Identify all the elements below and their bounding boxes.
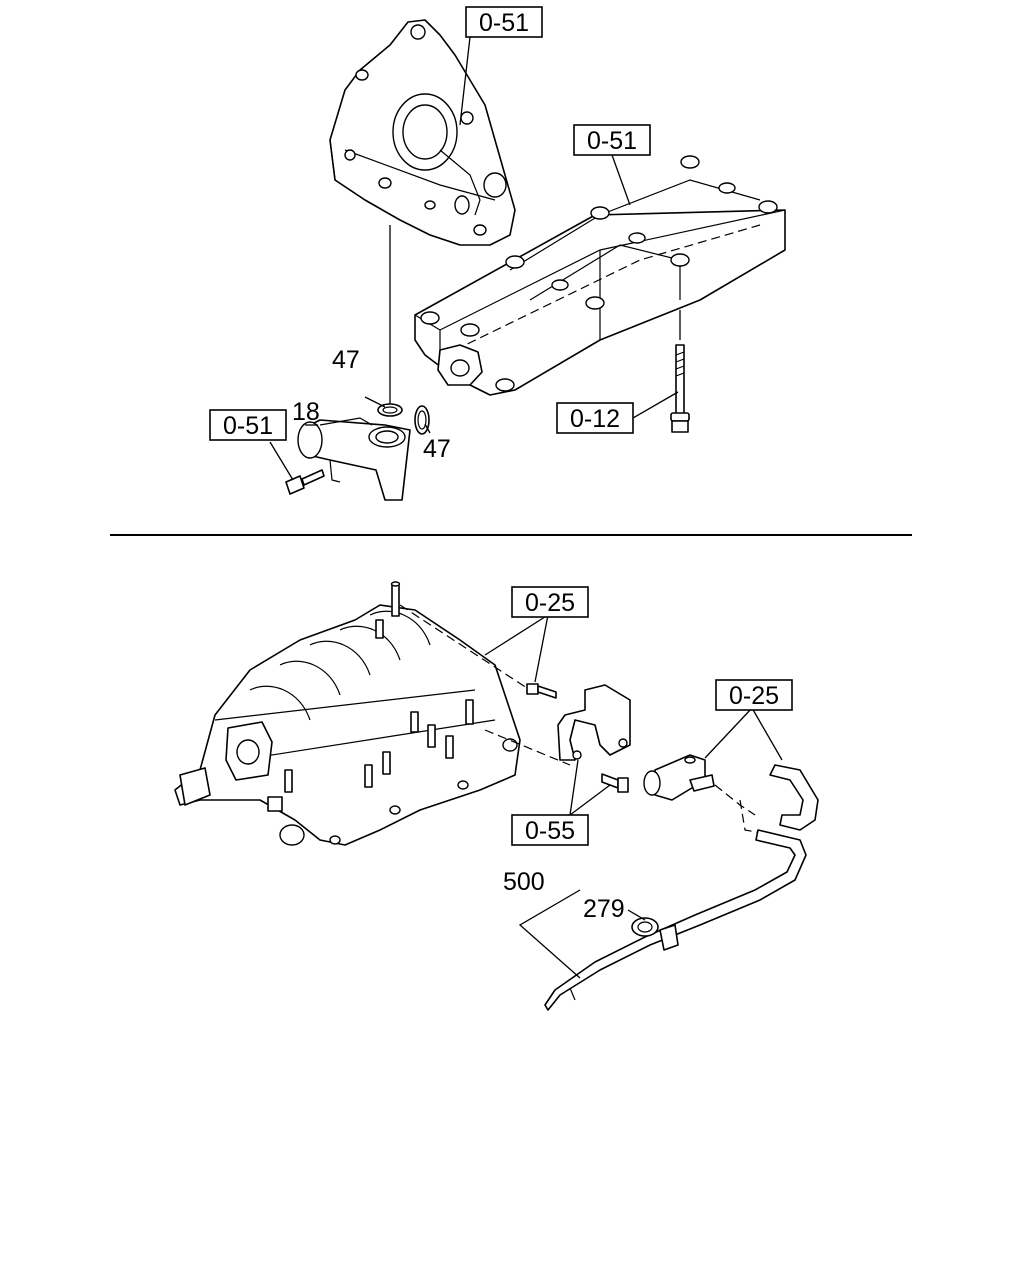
leader-279 [627, 909, 646, 921]
svg-text:0-55: 0-55 [525, 817, 575, 845]
label-part-47-b: 47 [423, 435, 451, 463]
leader-top-manifold [611, 154, 631, 206]
front-cover-housing [329, 19, 516, 246]
label-top-cover-ref: 0-51 [465, 6, 543, 38]
mounting-bracket [557, 684, 631, 761]
label-bottom-bracket-ref: 0-55 [511, 814, 589, 846]
label-part-500: 500 [503, 868, 545, 896]
label-bottom-bolt-ref-b: 0-25 [715, 679, 793, 711]
leader-0-55-1 [569, 759, 579, 816]
leader-0-55-2 [569, 784, 611, 816]
projection-line-3 [714, 784, 756, 816]
label-part-279: 279 [583, 895, 625, 923]
vacuum-hose-upper [769, 764, 819, 831]
label-bottom-bolt-ref-a: 0-25 [511, 586, 589, 618]
leader-47-b [424, 423, 431, 434]
projection-line-4 [739, 799, 801, 841]
leader-0-25-b-1 [704, 707, 753, 759]
svg-text:0-51: 0-51 [479, 9, 529, 37]
leader-0-51-bolt [269, 441, 294, 481]
long-bolt [670, 310, 690, 433]
leader-47-a [364, 396, 386, 408]
bracket-bolt-lower [601, 773, 629, 793]
svg-text:0-25: 0-25 [525, 589, 575, 617]
bracket-bolt-upper [526, 683, 557, 699]
leader-top-cover [459, 36, 471, 126]
o-ring-side [414, 405, 430, 435]
intake-manifold [174, 581, 521, 846]
projection-line-1 [484, 729, 571, 766]
svg-text:0-51: 0-51 [587, 127, 637, 155]
leader-0-25-a-1 [484, 614, 549, 656]
water-pipe [297, 417, 411, 501]
label-top-manifold-ref: 0-51 [573, 124, 651, 156]
short-bolt [285, 469, 325, 495]
label-top-long-bolt-ref: 0-12 [556, 402, 634, 434]
svg-text:0-51: 0-51 [223, 412, 273, 440]
vacuum-pipe [544, 829, 807, 1011]
svg-text:0-25: 0-25 [729, 682, 779, 710]
leader-500 [518, 889, 581, 979]
leader-0-25-a-2 [534, 614, 549, 683]
label-part-47-a: 47 [332, 346, 360, 374]
vacuum-valve [643, 754, 715, 801]
svg-text:0-12: 0-12 [570, 405, 620, 433]
leader-0-12 [632, 391, 679, 419]
hose-clip [631, 917, 679, 951]
water-manifold [414, 155, 786, 396]
leader-0-25-b-2 [751, 707, 783, 761]
projection-line-2 [399, 604, 531, 691]
label-part-18: 18 [292, 398, 320, 426]
label-top-bolt-ref: 0-51 [209, 409, 287, 441]
